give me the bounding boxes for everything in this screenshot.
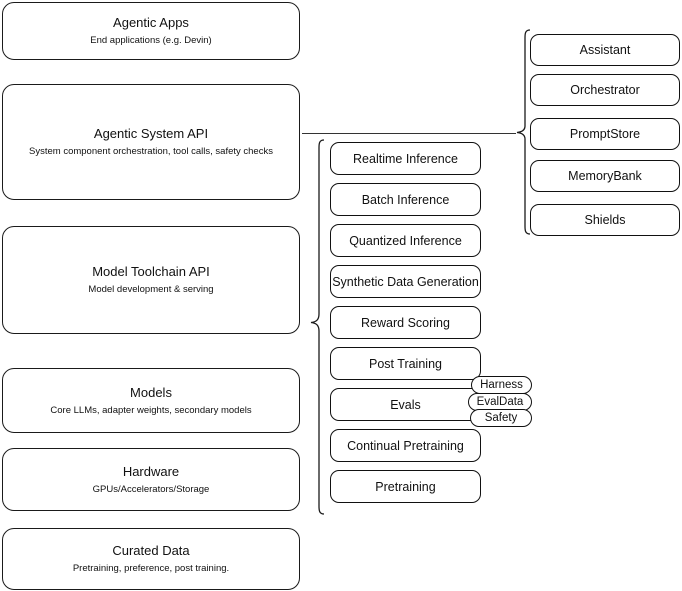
layer-title: Agentic Apps <box>113 15 189 30</box>
toolchain-item-post-training[interactable]: Post Training <box>330 347 481 380</box>
item-label: Orchestrator <box>570 83 640 97</box>
tag-label: EvalData <box>476 396 524 408</box>
layer-subtitle: Model development & serving <box>88 284 214 295</box>
item-label: Shields <box>584 213 626 227</box>
layer-subtitle: Pretraining, preference, post training. <box>72 563 230 574</box>
brace-toolchain <box>310 139 325 515</box>
layer-subtitle: Core LLMs, adapter weights, secondary mo… <box>50 404 252 416</box>
layer-curated-data[interactable]: Curated Data Pretraining, preference, po… <box>2 528 300 590</box>
item-label: Realtime Inference <box>353 151 458 166</box>
layer-subtitle: System component orchestration, tool cal… <box>29 146 273 157</box>
layer-title: Curated Data <box>112 543 190 558</box>
item-label: MemoryBank <box>568 169 642 183</box>
toolchain-item-reward-scoring[interactable]: Reward Scoring <box>330 306 481 339</box>
agentic-component-assistant[interactable]: Assistant <box>530 34 680 66</box>
toolchain-item-batch-inference[interactable]: Batch Inference <box>330 183 481 216</box>
item-label: Assistant <box>579 43 631 57</box>
agentic-component-orchestrator[interactable]: Orchestrator <box>530 74 680 106</box>
item-label: Synthetic Data Generation <box>332 274 479 289</box>
connector-agentic-system-to-components <box>302 132 516 134</box>
layer-agentic-system-api[interactable]: Agentic System API System component orch… <box>2 84 300 200</box>
tag-label: Harness <box>480 379 523 391</box>
layer-models[interactable]: Models Core LLMs, adapter weights, secon… <box>2 368 300 433</box>
toolchain-item-quantized-inference[interactable]: Quantized Inference <box>330 224 481 257</box>
item-label: PromptStore <box>569 127 641 141</box>
layer-subtitle: GPUs/Accelerators/Storage <box>92 483 210 495</box>
layer-title: Agentic System API <box>93 126 209 141</box>
item-label: Quantized Inference <box>349 233 462 248</box>
layer-subtitle: End applications (e.g. Devin) <box>90 35 212 46</box>
item-label: Pretraining <box>375 479 436 494</box>
layer-title: Models <box>130 384 172 400</box>
agentic-component-shields[interactable]: Shields <box>530 204 680 236</box>
tag-label: Safety <box>484 412 518 424</box>
agentic-component-memorybank[interactable]: MemoryBank <box>530 160 680 192</box>
layer-agentic-apps[interactable]: Agentic Apps End applications (e.g. Devi… <box>2 2 300 60</box>
toolchain-item-evals[interactable]: Evals <box>330 388 481 421</box>
toolchain-item-realtime-inference[interactable]: Realtime Inference <box>330 142 481 175</box>
agentic-component-promptstore[interactable]: PromptStore <box>530 118 680 150</box>
layer-model-toolchain-api[interactable]: Model Toolchain API Model development & … <box>2 226 300 334</box>
evals-tag-harness[interactable]: Harness <box>471 376 532 394</box>
layer-title: Model Toolchain API <box>92 264 210 279</box>
toolchain-item-synthetic-data-generation[interactable]: Synthetic Data Generation <box>330 265 481 298</box>
item-label: Reward Scoring <box>361 315 450 330</box>
evals-tag-safety[interactable]: Safety <box>470 409 532 427</box>
toolchain-item-pretraining[interactable]: Pretraining <box>330 470 481 503</box>
item-label: Evals <box>390 397 421 412</box>
layer-title: Hardware <box>122 463 180 479</box>
item-label: Continual Pretraining <box>347 438 464 453</box>
layer-hardware[interactable]: Hardware GPUs/Accelerators/Storage <box>2 448 300 511</box>
brace-agentic-components <box>516 29 531 235</box>
item-label: Post Training <box>369 356 442 371</box>
item-label: Batch Inference <box>361 192 450 207</box>
toolchain-item-continual-pretraining[interactable]: Continual Pretraining <box>330 429 481 462</box>
